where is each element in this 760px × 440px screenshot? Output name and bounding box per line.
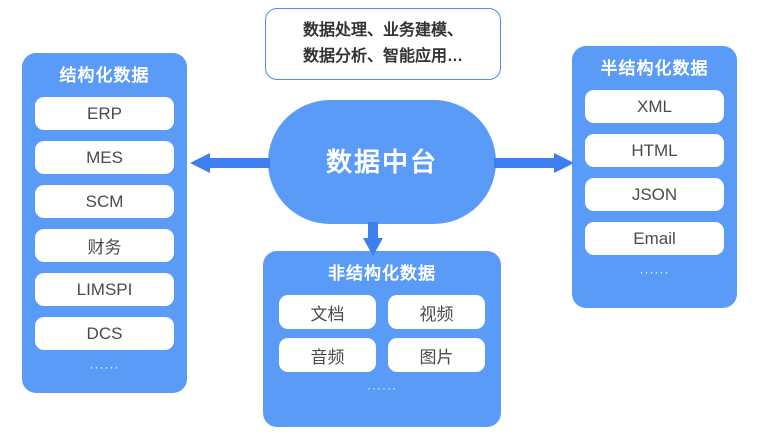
callout-line-1: 数据处理、业务建模、 [302, 22, 463, 39]
unstructured-data-title: 非结构化数据 [328, 264, 436, 283]
chip-scm[interactable]: SCM [35, 185, 174, 218]
unstructured-data-panel: 非结构化数据 文档 视频 音频 图片 ······ [263, 251, 501, 427]
chip-json[interactable]: JSON [585, 178, 724, 211]
chip-dcs[interactable]: DCS [35, 317, 174, 350]
structured-data-title: 结构化数据 [59, 66, 150, 85]
chip-limspi[interactable]: LIMSPI [35, 273, 174, 306]
unstructured-data-grid: 文档 视频 音频 图片 [279, 295, 485, 372]
chip-image[interactable]: 图片 [388, 338, 485, 372]
chip-audio[interactable]: 音频 [279, 338, 376, 372]
chip-finance[interactable]: 财务 [35, 229, 174, 262]
data-midend-label: 数据中台 [325, 147, 438, 177]
chip-xml[interactable]: XML [585, 90, 724, 123]
semi-structured-data-panel: 半结构化数据 XML HTML JSON Email ······ [572, 46, 737, 308]
arrow-center-to-left-icon [190, 153, 270, 173]
structured-data-panel: 结构化数据 ERP MES SCM 财务 LIMSPI DCS ······ [22, 53, 187, 393]
capabilities-callout: 数据处理、业务建模、 数据分析、智能应用… [265, 8, 501, 80]
chip-erp[interactable]: ERP [35, 97, 174, 130]
semi-structured-data-more-ellipsis: ······ [639, 265, 670, 279]
arrow-center-to-right-icon [494, 153, 574, 173]
semi-structured-data-title: 半结构化数据 [600, 59, 709, 78]
chip-video[interactable]: 视频 [388, 295, 485, 329]
structured-data-more-ellipsis: ······ [89, 360, 120, 374]
chip-html[interactable]: HTML [585, 134, 724, 167]
data-midend-hub: 数据中台 [268, 100, 496, 224]
chip-mes[interactable]: MES [35, 141, 174, 174]
chip-email[interactable]: Email [585, 222, 724, 255]
arrow-center-to-bottom-icon [362, 222, 384, 256]
chip-document[interactable]: 文档 [279, 295, 376, 329]
callout-line-2: 数据分析、智能应用… [302, 48, 463, 65]
unstructured-data-more-ellipsis: ······ [367, 381, 397, 395]
